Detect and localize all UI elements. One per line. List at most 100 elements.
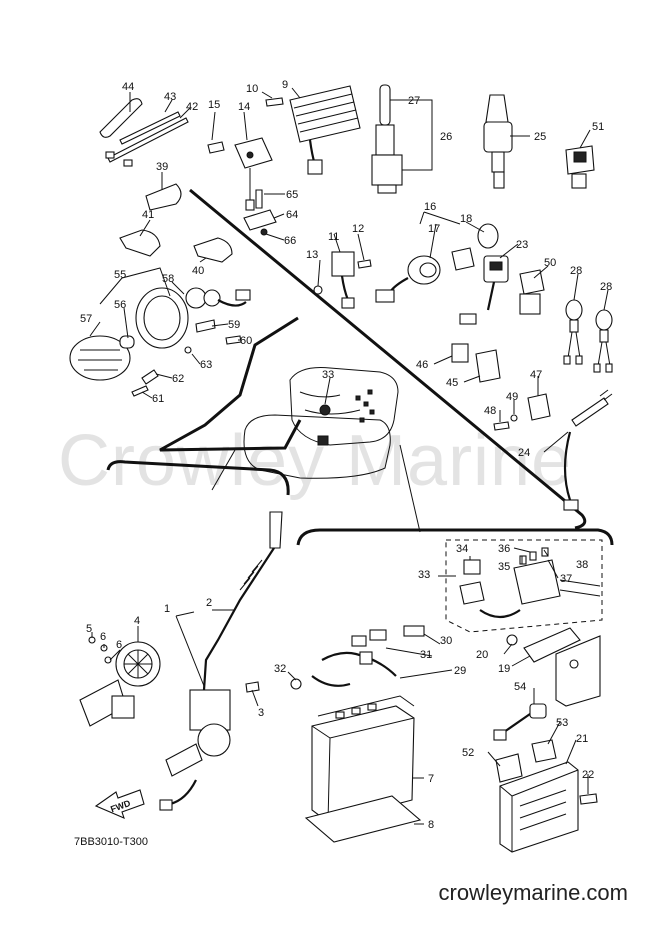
relay-block-14 (207, 137, 273, 211)
callout-26: 26 (440, 131, 452, 143)
harness-29 (290, 625, 425, 690)
cable-assembly-1 (159, 511, 283, 811)
callout-5: 5 (86, 623, 92, 635)
callout-59: 59 (228, 319, 240, 331)
callout-33a: 33 (322, 369, 334, 381)
callout-29: 29 (454, 665, 466, 677)
callout-55: 55 (114, 269, 126, 281)
motor-4 (79, 636, 161, 727)
website-label[interactable]: crowleymarine.com (438, 880, 629, 905)
callout-42: 42 (186, 101, 198, 113)
switch-26 (371, 84, 403, 194)
callout-7: 7 (428, 773, 434, 785)
sensors-28 (563, 299, 613, 373)
diagram-code: 7BB3010-T300 (74, 836, 148, 848)
callout-15: 15 (208, 99, 220, 111)
callout-41: 41 (142, 209, 154, 221)
callout-20: 20 (476, 649, 488, 661)
callout-6b: 6 (116, 639, 122, 651)
callout-66: 66 (284, 235, 296, 247)
callout-3: 3 (258, 707, 264, 719)
callout-8: 8 (428, 819, 434, 831)
callout-27: 27 (408, 95, 420, 107)
callout-40: 40 (192, 265, 204, 277)
callout-45: 45 (446, 377, 458, 389)
callout-12: 12 (352, 223, 364, 235)
callout-60: 60 (240, 335, 252, 347)
callout-31: 31 (420, 649, 432, 661)
relays-45-46 (451, 343, 501, 383)
engine-outline (243, 367, 399, 479)
callout-35: 35 (498, 561, 510, 573)
callout-9: 9 (282, 79, 288, 91)
callout-21: 21 (576, 733, 588, 745)
callout-32: 32 (274, 663, 286, 675)
callout-11: 11 (328, 231, 339, 243)
callout-2: 2 (206, 597, 212, 609)
callout-28a: 28 (570, 265, 582, 277)
callout-39: 39 (156, 161, 168, 173)
callout-49: 49 (506, 391, 518, 403)
callout-58: 58 (162, 273, 174, 285)
ecu-21 (499, 761, 598, 853)
callout-46: 46 (416, 359, 428, 371)
bracket-64 (243, 189, 277, 236)
light-assembly-55 (69, 287, 251, 397)
callout-62: 62 (172, 373, 184, 385)
callout-16: 16 (424, 201, 436, 213)
callout-53: 53 (556, 717, 568, 729)
callout-1: 1 (164, 603, 170, 615)
callout-18: 18 (460, 213, 472, 225)
callout-14: 14 (238, 101, 250, 113)
callout-63: 63 (200, 359, 212, 371)
harness-24 (563, 389, 613, 511)
callout-23: 23 (516, 239, 528, 251)
callout-30: 30 (440, 635, 452, 647)
relay-11 (313, 251, 372, 309)
callout-24: 24 (518, 447, 530, 459)
fuse-box-33 (445, 539, 603, 633)
callout-numbers: 1 2 3 4 5 6 6 7 8 9 10 11 12 13 14 15 16… (80, 79, 612, 831)
callout-47: 47 (530, 369, 542, 381)
callout-54: 54 (514, 681, 526, 693)
callout-38: 38 (576, 559, 588, 571)
callout-52: 52 (462, 747, 474, 759)
callout-4: 4 (134, 615, 140, 627)
rectifier-9 (265, 85, 361, 175)
leader-lines (89, 87, 609, 825)
bracket-19 (506, 627, 601, 707)
callout-56: 56 (114, 299, 126, 311)
callout-6a: 6 (100, 631, 106, 643)
relay-47 (493, 393, 551, 431)
connectors-52-54 (493, 703, 557, 783)
callout-43: 43 (164, 91, 176, 103)
callout-51: 51 (592, 121, 604, 133)
callout-36: 36 (498, 543, 510, 555)
key-switch-16 (375, 223, 499, 303)
callout-44: 44 (122, 81, 134, 93)
switch-51 (565, 145, 595, 189)
callout-50: 50 (544, 257, 556, 269)
callout-28b: 28 (600, 281, 612, 293)
callout-33b: 33 (418, 569, 430, 581)
sleeve-and-ties (99, 98, 189, 167)
callout-17: 17 (428, 223, 440, 235)
callout-48: 48 (484, 405, 496, 417)
battery-7 (304, 695, 422, 843)
section-lines (106, 188, 614, 546)
callout-61: 61 (152, 393, 164, 405)
callout-19: 19 (498, 663, 510, 675)
fwd-arrow (94, 789, 145, 819)
switch-23 (459, 255, 509, 325)
callout-64: 64 (286, 209, 298, 221)
clamps (119, 183, 233, 263)
callout-10: 10 (246, 83, 258, 95)
callout-34: 34 (456, 543, 468, 555)
shifter-25 (483, 94, 513, 189)
callout-57: 57 (80, 313, 92, 325)
callout-25: 25 (534, 131, 546, 143)
switch-50 (519, 269, 545, 315)
callout-65: 65 (286, 189, 298, 201)
callout-22: 22 (582, 769, 594, 781)
